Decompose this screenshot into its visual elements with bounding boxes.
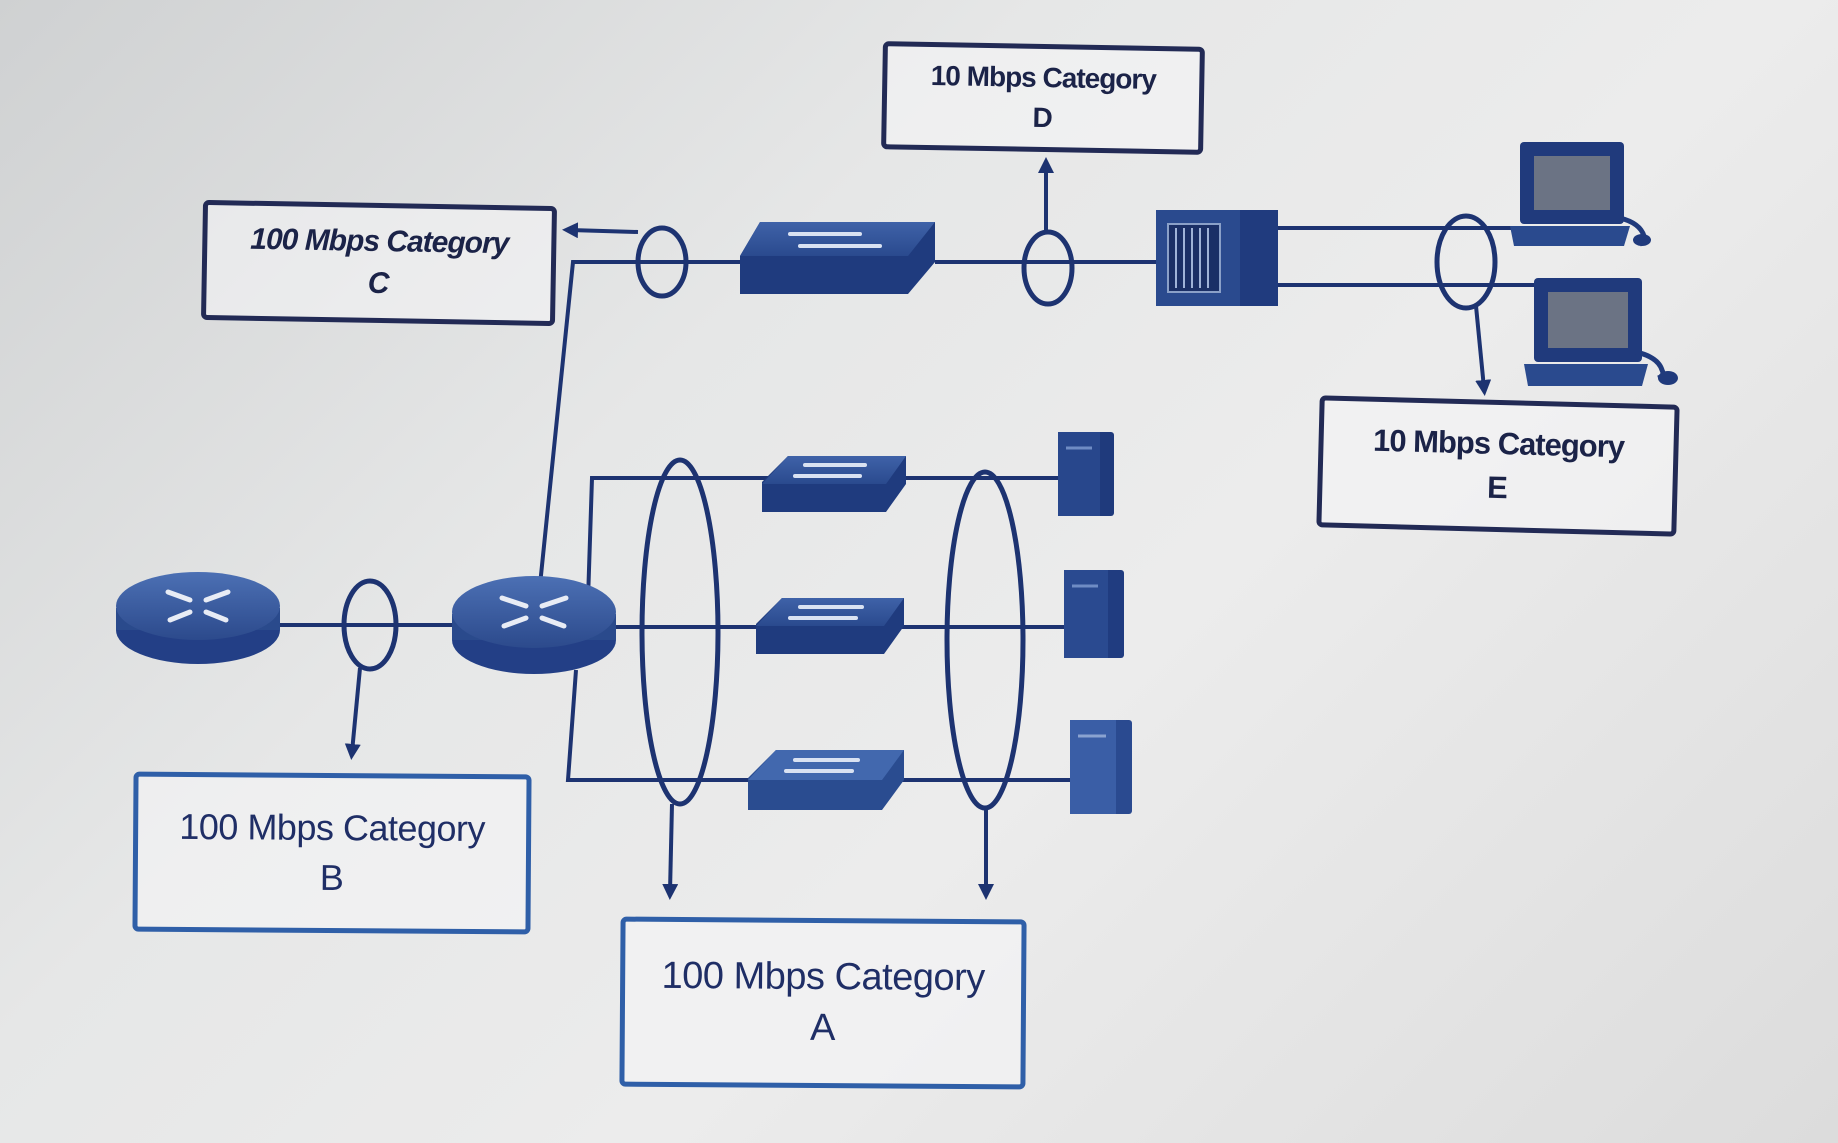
label-e-letter: E	[1486, 469, 1509, 506]
hub	[1156, 210, 1278, 306]
switch-1	[762, 456, 906, 512]
ellipse-c	[635, 225, 689, 299]
switch-arrows-icon	[788, 232, 882, 248]
label-box-d: 10 Mbps Category D	[881, 41, 1205, 155]
ellipse-e	[1434, 213, 1498, 311]
label-box-c: 100 Mbps Category C	[200, 199, 558, 327]
router-arrows-icon	[499, 595, 569, 629]
workstation-1	[1510, 142, 1651, 247]
label-a-letter: A	[809, 1006, 836, 1050]
label-e-category: 10 Mbps Category	[1372, 422, 1625, 465]
label-c-letter: C	[367, 266, 390, 301]
ellipse-b	[341, 578, 399, 672]
label-b-letter: B	[319, 856, 344, 899]
switch-3	[748, 750, 904, 810]
arrow-b	[344, 667, 362, 760]
label-box-a: 100 Mbps Category A	[619, 916, 1027, 1090]
arrow-a-left	[662, 803, 679, 900]
switch-arrows-icon	[793, 463, 867, 478]
workstation-2	[1524, 278, 1678, 386]
switch-arrows-icon	[784, 758, 860, 773]
label-a-category: 100 Mbps Category	[661, 954, 985, 1000]
server-3	[1070, 720, 1132, 814]
router-center	[452, 576, 616, 674]
arrow-e	[1474, 305, 1492, 396]
switch-2	[756, 598, 904, 654]
label-d-category: 10 Mbps Category	[930, 60, 1157, 95]
router-left	[116, 572, 280, 664]
ellipse-d	[1021, 229, 1075, 307]
link-router-switch-1	[586, 476, 770, 601]
label-box-b: 100 Mbps Category B	[132, 771, 532, 935]
label-d-letter: D	[1032, 101, 1054, 134]
router-arrows-icon	[165, 589, 231, 623]
switch-arrows-icon	[788, 605, 864, 620]
ellipse-a-right	[944, 469, 1026, 811]
server-2	[1064, 570, 1124, 658]
link-router-switch-3	[565, 669, 752, 782]
label-box-e: 10 Mbps Category E	[1316, 395, 1680, 537]
server-1	[1058, 432, 1114, 516]
label-c-category: 100 Mbps Category	[250, 222, 509, 261]
ellipse-a-left	[639, 457, 721, 807]
switch-top	[740, 222, 935, 294]
label-b-category: 100 Mbps Category	[179, 805, 486, 850]
callout-arrows	[344, 157, 1492, 900]
arrow-c	[562, 222, 639, 239]
